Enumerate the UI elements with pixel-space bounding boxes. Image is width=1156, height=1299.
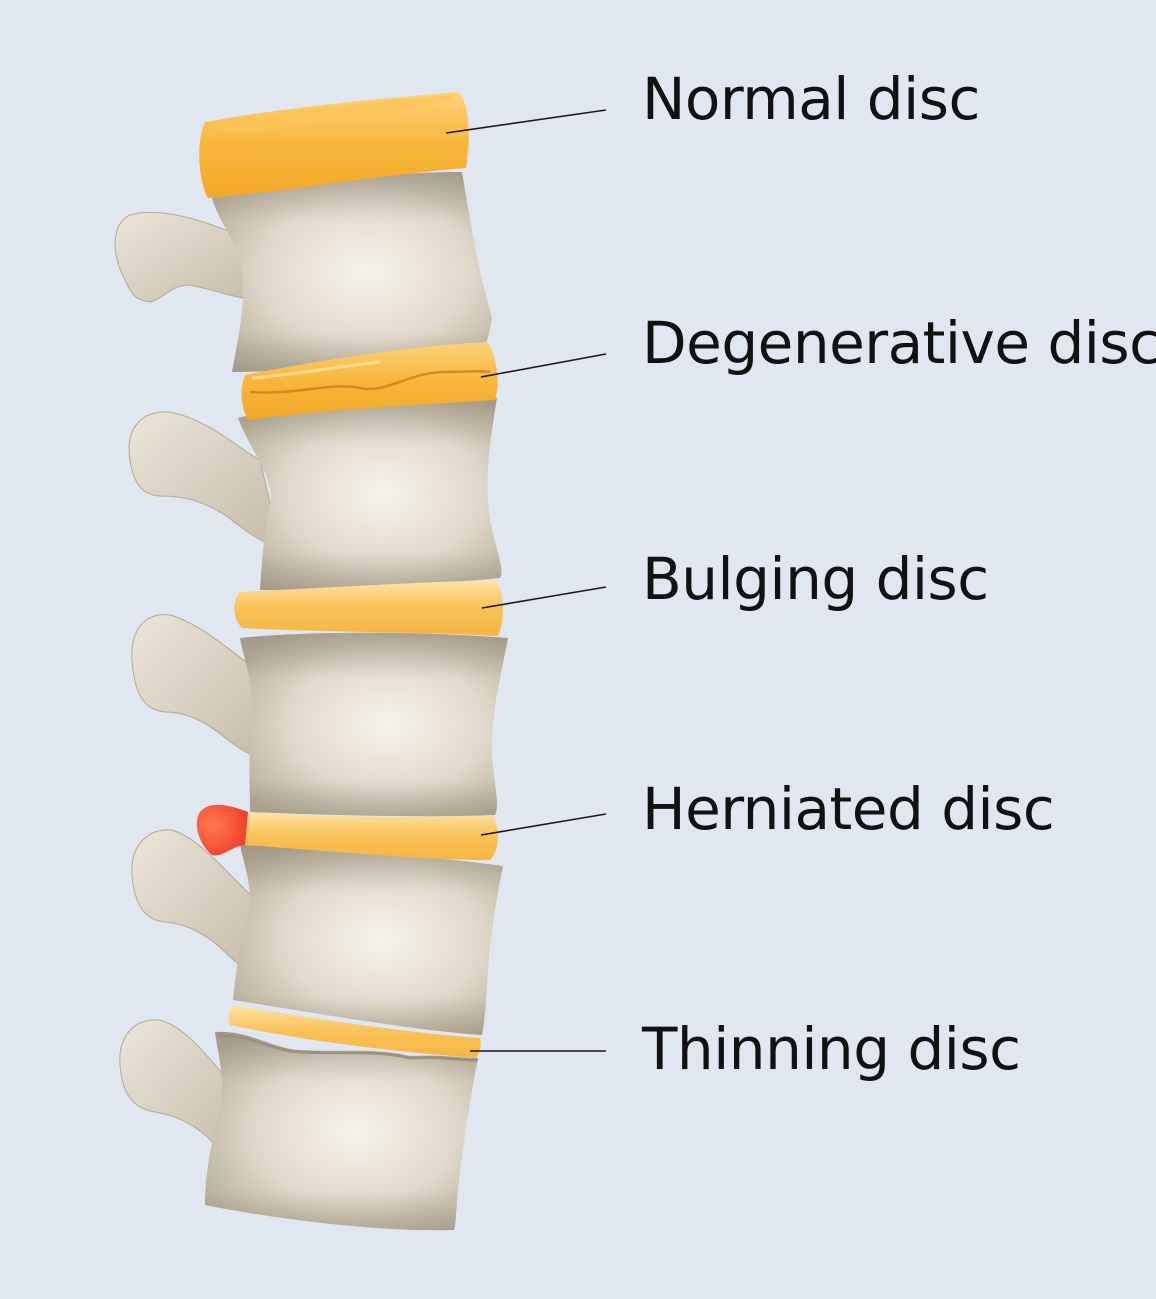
vertebra-3 (240, 632, 508, 817)
herniation-bulge (196, 804, 248, 856)
leader-line-normal (445, 109, 607, 134)
leader-line-degenerative (480, 353, 607, 378)
vertebra-5 (205, 1031, 479, 1231)
vertebra-1 (212, 172, 492, 372)
process-2 (128, 411, 281, 546)
label-thinning-disc: Thinning disc (642, 1015, 1021, 1083)
process-4 (131, 829, 266, 976)
disc-bulging (234, 580, 504, 636)
process-1 (114, 211, 263, 303)
disc-herniated (196, 804, 498, 860)
label-herniated-disc: Herniated disc (642, 775, 1055, 843)
label-degenerative-disc: Degenerative disc (642, 309, 1156, 377)
vertebra-2 (238, 397, 502, 590)
leader-line-bulging (481, 586, 607, 609)
disc-thinning (229, 1005, 481, 1058)
label-normal-disc: Normal disc (642, 65, 980, 133)
vertebra-4 (233, 845, 503, 1035)
disc-normal (199, 92, 469, 198)
leader-line-herniated (480, 813, 607, 836)
label-bulging-disc: Bulging disc (642, 545, 989, 613)
disc-degenerative (241, 342, 498, 420)
process-3 (131, 614, 271, 761)
